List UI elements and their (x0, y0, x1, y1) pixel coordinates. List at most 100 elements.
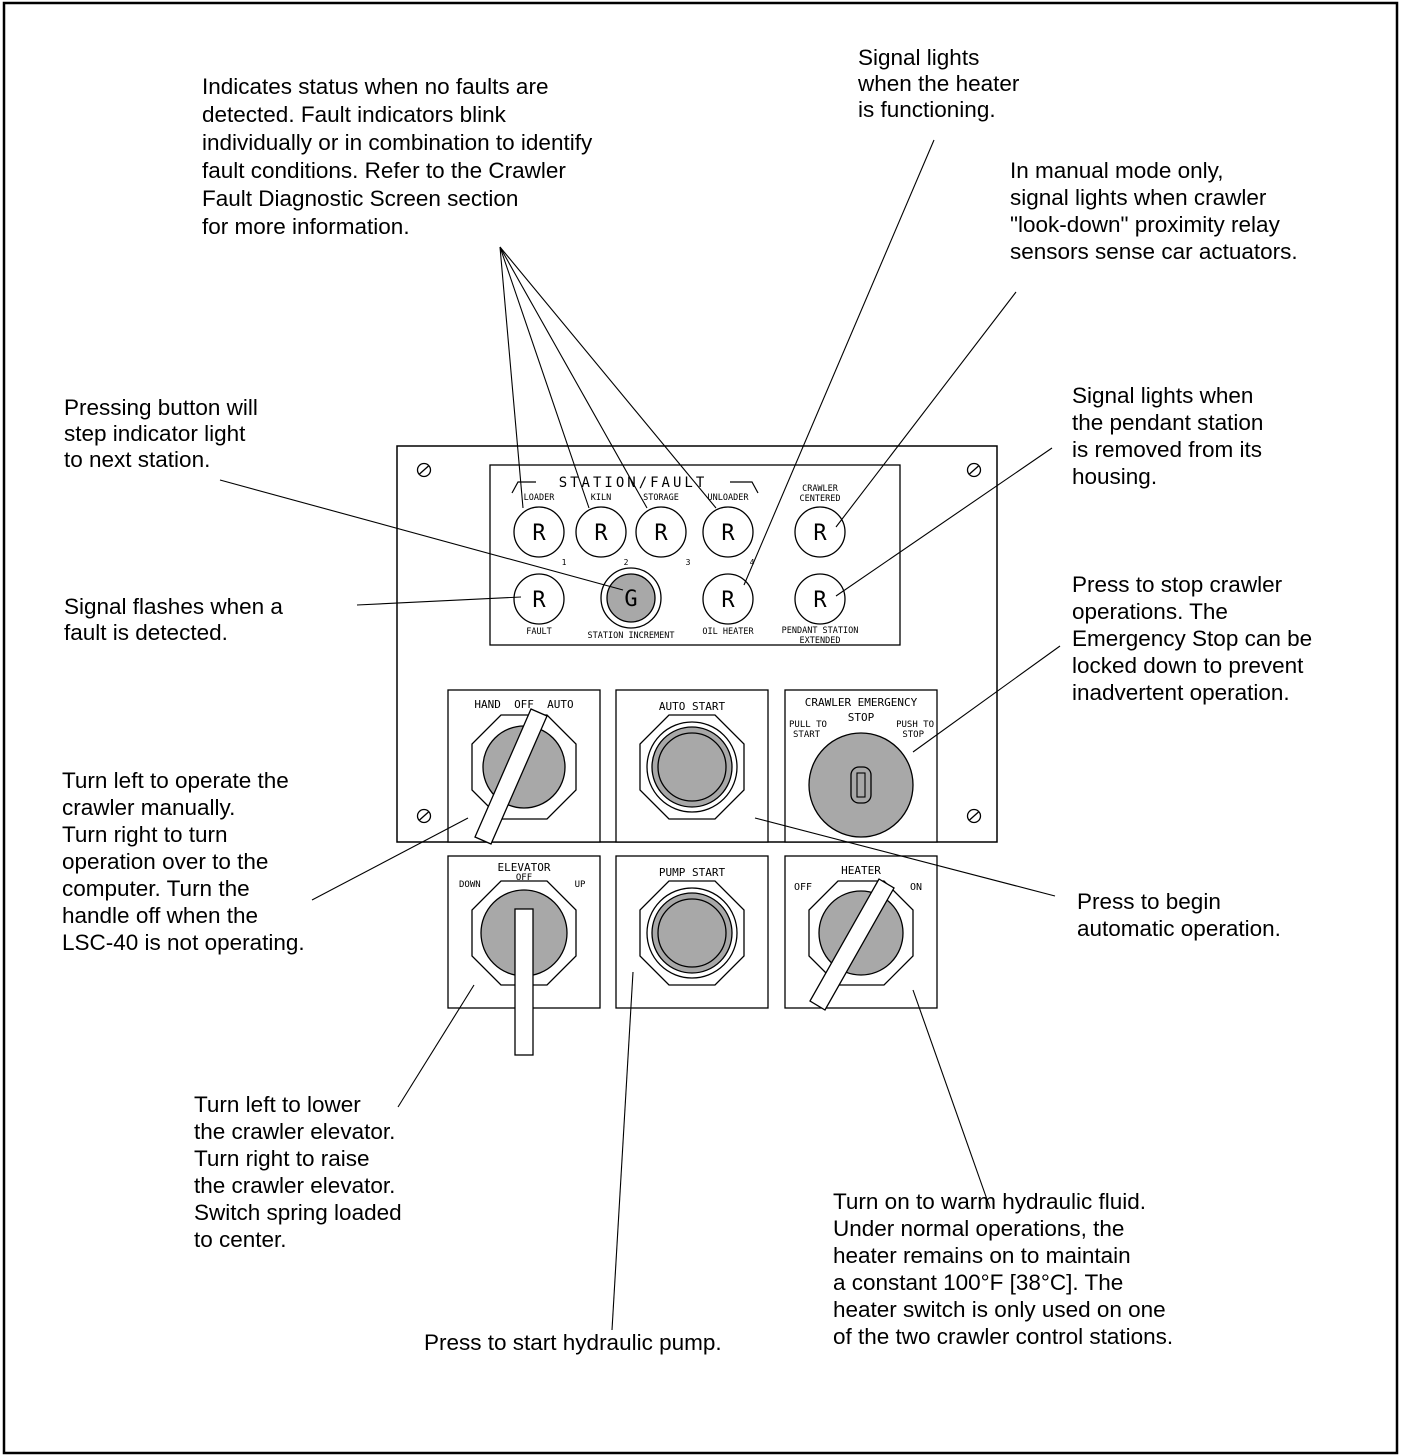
label-fault: FAULT (526, 627, 552, 637)
callout-line: Turn left to operate the (62, 768, 289, 793)
svg-text:G: G (624, 587, 637, 612)
callout-line: the crawler elevator. (194, 1119, 395, 1144)
lamp-fault: R (513, 573, 565, 625)
leader-fault-flash (356, 596, 522, 606)
lamp-storage: R (635, 506, 687, 558)
elevator-off-label: OFF (516, 873, 532, 883)
callout-line: housing. (1072, 464, 1157, 489)
leader-status-kiln (499, 246, 590, 509)
callout-line: Indicates status when no faults are (202, 74, 548, 99)
callout-manual-mode-text: In manual mode only,signal lights when c… (1010, 158, 1298, 264)
lamp-pendant-station: R (794, 573, 846, 625)
callout-line: heater switch is only used on one (833, 1297, 1166, 1322)
callout-line: when the heater (857, 71, 1020, 96)
screw-bottom-left-icon (416, 808, 432, 824)
label-kiln: KILN (591, 493, 611, 503)
lamp-unloader: R (702, 506, 754, 558)
callout-line: Signal lights (858, 45, 979, 70)
callout-line: fault is detected. (64, 620, 228, 645)
estop-pull-to: PULL TO (789, 720, 827, 730)
station-fault-bracket-right (730, 481, 759, 494)
leader-hydraulic-fluid (912, 989, 991, 1209)
callout-line: individually or in combination to identi… (202, 130, 593, 155)
callout-line: Turn right to turn (62, 822, 228, 847)
callout-line: crawler manually. (62, 795, 235, 820)
callout-line: the crawler elevator. (194, 1173, 395, 1198)
leader-hand-off-auto (311, 817, 469, 901)
estop-push-to: PUSH TO (896, 720, 934, 730)
callout-line: Signal flashes when a (64, 594, 283, 619)
callout-line: Press to stop crawler (1072, 572, 1283, 597)
estop-title: CRAWLER EMERGENCY (805, 696, 918, 709)
callout-line: a constant 100°F [38°C]. The (833, 1270, 1123, 1295)
callout-line: Under normal operations, the (833, 1216, 1124, 1241)
callout-line: Pressing button will (64, 395, 258, 420)
auto-start-label: AUTO START (659, 700, 726, 713)
svg-text:R: R (532, 588, 546, 613)
callout-line: sensors sense car actuators. (1010, 239, 1298, 264)
callout-line: In manual mode only, (1010, 158, 1223, 183)
callout-pump-text: Press to start hydraulic pump. (424, 1330, 722, 1355)
screw-top-left-icon (416, 462, 432, 478)
leader-auto-start (754, 817, 1056, 897)
lamp-kiln: R (575, 506, 627, 558)
leader-pressing-button (219, 479, 624, 591)
label-unloader: UNLOADER (708, 493, 750, 503)
leader-elevator (397, 984, 475, 1108)
heater-selector[interactable] (808, 878, 914, 1011)
station-number-4: 4 (750, 558, 755, 567)
callout-line: computer. Turn the (62, 876, 250, 901)
leader-status-loader (499, 246, 524, 509)
pump-start-button[interactable] (639, 880, 745, 986)
leader-status-unloader (499, 246, 717, 509)
callout-line: the pendant station (1072, 410, 1263, 435)
leader-lines (219, 139, 1061, 1331)
leader-heater-signal (743, 139, 935, 586)
callout-line: Turn on to warm hydraulic fluid. (833, 1189, 1146, 1214)
station-fault-header: STATION/FAULT (559, 475, 708, 491)
leader-pump (611, 971, 634, 1331)
callout-line: Press to start hydraulic pump. (424, 1330, 722, 1355)
leader-status-storage (499, 246, 648, 509)
hand-off-auto-label: HAND OFF AUTO (474, 698, 573, 711)
leader-estop (912, 645, 1061, 753)
station-number-2: 2 (624, 558, 629, 567)
callout-line: operations. The (1072, 599, 1228, 624)
callout-line: Press to begin (1077, 889, 1221, 914)
elevator-down-label: DOWN (459, 880, 481, 890)
lamp-crawler-centered: R (794, 506, 846, 558)
callout-line: automatic operation. (1077, 916, 1281, 941)
svg-text:R: R (721, 588, 735, 613)
estop-stop-label: STOP (848, 711, 875, 724)
callout-hydraulic-fluid-text: Turn on to warm hydraulic fluid.Under no… (833, 1189, 1173, 1349)
station-increment-button[interactable]: G (600, 567, 662, 629)
screw-bottom-right-icon (966, 808, 982, 824)
callout-line: of the two crawler control stations. (833, 1324, 1173, 1349)
callout-line: operation over to the (62, 849, 268, 874)
leader-pendant (835, 447, 1053, 597)
callout-line: heater remains on to maintain (833, 1243, 1131, 1268)
callout-text-group: Indicates status when no faults are detec… (62, 45, 1312, 1355)
svg-text:R: R (721, 521, 735, 546)
callout-line: for more information. (202, 214, 410, 239)
elevator-up-label: UP (575, 880, 586, 890)
callout-line: detected. Fault indicators blink (202, 102, 507, 127)
elevator-selector[interactable] (471, 880, 577, 1056)
heater-label: HEATER (841, 864, 881, 877)
heater-on-label: ON (910, 882, 922, 893)
callout-line: locked down to prevent (1072, 653, 1304, 678)
emergency-stop-button[interactable] (808, 732, 914, 838)
callout-line: LSC-40 is not operating. (62, 930, 305, 955)
auto-start-button[interactable] (639, 714, 745, 820)
station-number-1: 1 (562, 558, 567, 567)
svg-text:R: R (813, 588, 827, 613)
hand-off-auto-selector[interactable] (471, 708, 577, 845)
callout-line: signal lights when crawler (1010, 185, 1267, 210)
